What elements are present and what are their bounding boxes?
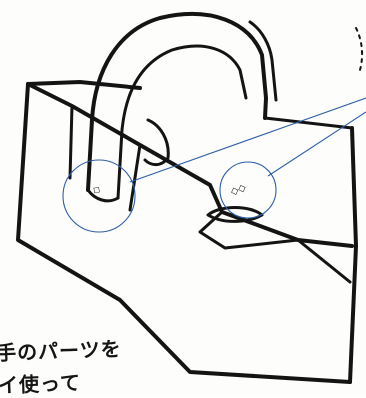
bag-front-left-edge xyxy=(70,106,72,178)
caption-line-2: イ使って xyxy=(0,367,81,398)
bag-front-face xyxy=(200,212,350,282)
handle-inner-edge xyxy=(118,46,246,198)
bag-top-back-rim-right xyxy=(265,118,352,128)
bag-top-back-rim xyxy=(28,82,140,88)
caption-line-1: 手のパーツを xyxy=(0,333,122,366)
stitch-mark-right: ◇◇ xyxy=(229,182,248,198)
dashed-arc xyxy=(356,28,362,70)
bag-front-top-edge xyxy=(28,84,352,246)
callout-circle-left xyxy=(63,160,135,232)
bag-right-edge xyxy=(350,128,356,382)
